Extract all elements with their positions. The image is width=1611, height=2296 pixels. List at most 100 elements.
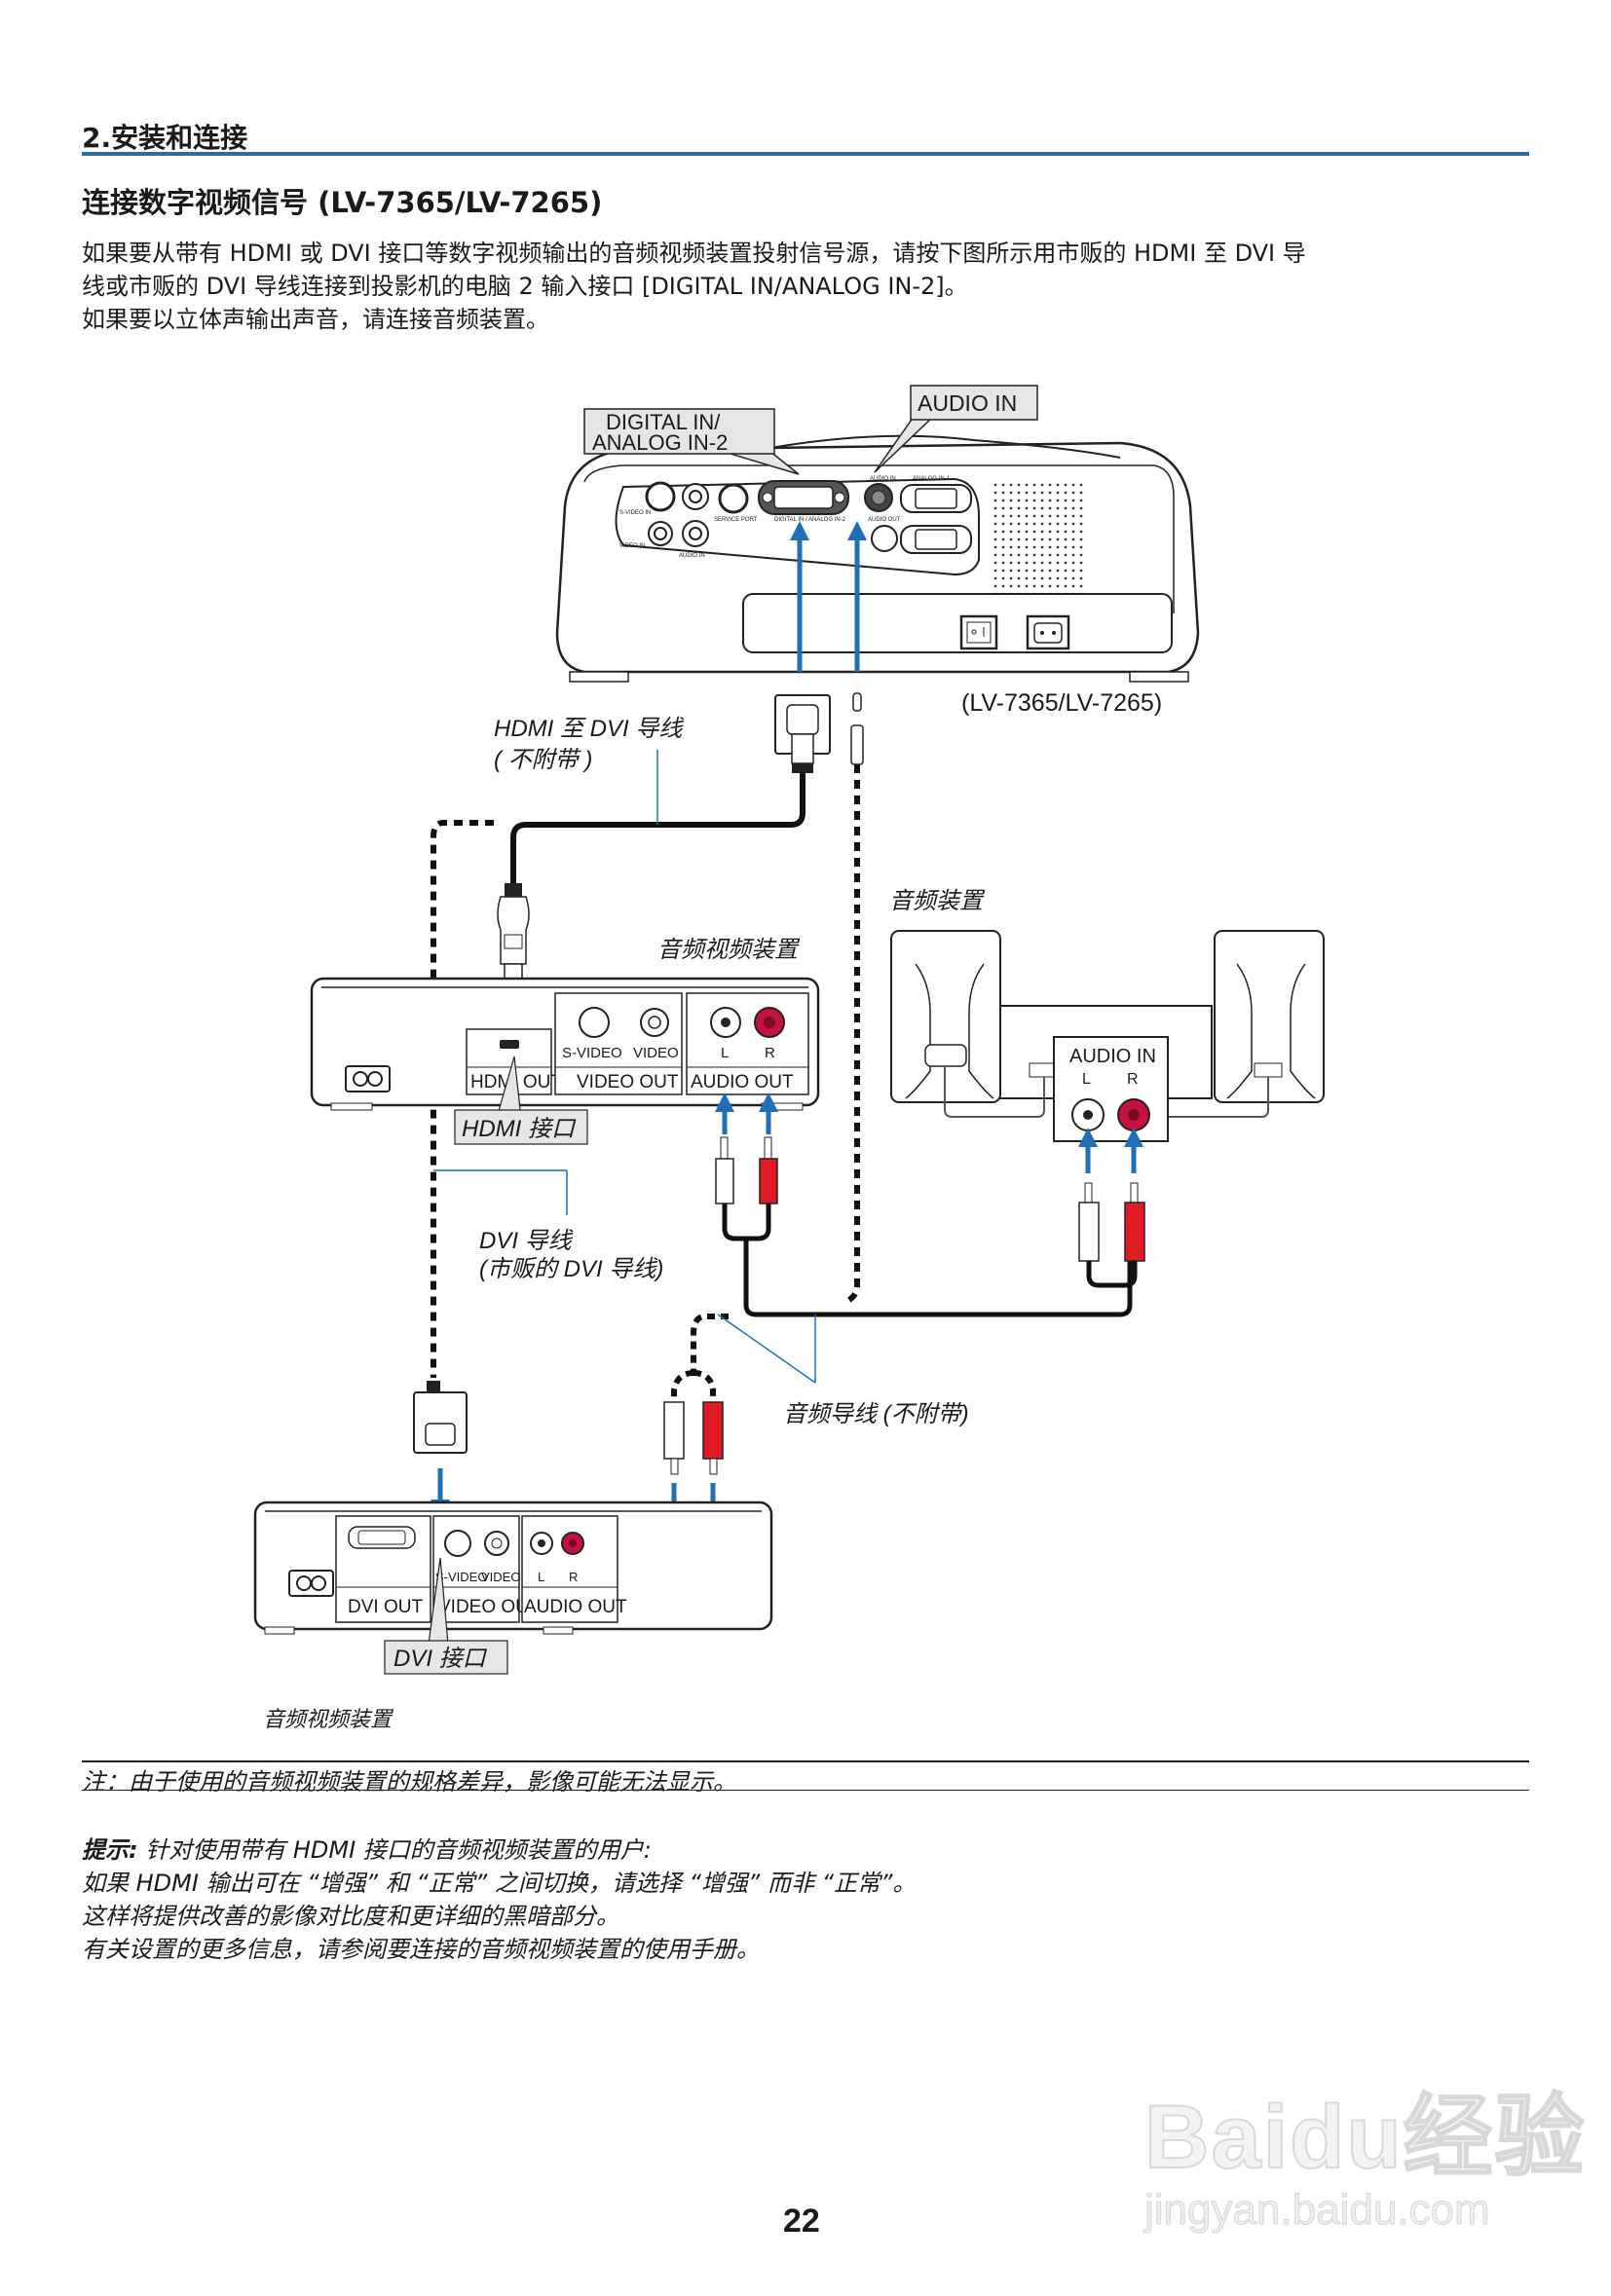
analog-in1-port — [900, 484, 972, 513]
grille-dot — [1017, 576, 1021, 580]
grille-dot — [1071, 522, 1075, 526]
grille-dot — [1048, 491, 1052, 495]
grille-dot — [1048, 514, 1052, 518]
audio-device-speakers: 音频装置 AUDIO IN L R — [889, 888, 1325, 1142]
grille-dot — [993, 584, 997, 588]
dvi-plug-bottom — [413, 1381, 468, 1454]
right-channel-label: R — [569, 1570, 578, 1584]
grille-dot — [1079, 522, 1083, 526]
audio-cable-label: 音频导线 (不附带) — [783, 1401, 969, 1427]
speaker-audio-in-label: AUDIO IN — [1069, 1046, 1156, 1067]
audio-cable-split — [671, 1370, 716, 1402]
grille-dot — [1064, 553, 1068, 557]
port-label-video: VIDEO IN — [619, 543, 645, 549]
grille-dot — [1064, 530, 1068, 534]
grille-dot — [1009, 561, 1013, 565]
hdmi-cable-label-1: HDMI 至 DVI 导线 — [494, 716, 684, 742]
grille-dot — [993, 545, 997, 549]
grille-dot — [993, 483, 997, 487]
grille-dot — [1079, 584, 1083, 588]
grille-dot — [1079, 514, 1083, 518]
grille-dot — [1001, 576, 1005, 580]
svideo-in-port — [645, 481, 676, 546]
grille-dot — [1032, 522, 1036, 526]
hdmi-callout-text: HDMI 接口 — [462, 1116, 577, 1142]
grille-dot — [1009, 491, 1013, 495]
video-out-label: VIDEO OUT — [438, 1597, 541, 1617]
note-text: 注：由于使用的音频视频装置的规格差异，影像可能无法显示。 — [82, 1768, 736, 1796]
grille-dot — [1001, 499, 1005, 502]
grille-dot — [1025, 506, 1029, 510]
note-rule-top — [82, 1760, 1529, 1762]
grille-dot — [1064, 584, 1068, 588]
grille-dot — [1001, 514, 1005, 518]
grille-dot — [1064, 491, 1068, 495]
dvi-in-port — [758, 480, 849, 515]
grille-dot — [1079, 576, 1083, 580]
grille-dot — [1056, 491, 1060, 495]
grille-dot — [1001, 530, 1005, 534]
audio-cable-leader-1 — [717, 1314, 816, 1384]
hdmi-port-callout: HDMI 接口 — [454, 1055, 588, 1145]
port-label-audio-out: AUDIO OUT — [868, 517, 901, 523]
grille-dot — [1071, 491, 1075, 495]
projector: S-VIDEO IN VIDEO IN AUDIO IN SERVICE POR… — [555, 385, 1200, 717]
grille-dot — [1071, 537, 1075, 541]
grille-dot — [1001, 537, 1005, 541]
grille-dot — [1071, 569, 1075, 573]
service-port — [718, 483, 749, 514]
grille-dot — [1017, 530, 1021, 534]
grille-dot — [993, 569, 997, 573]
grille-dot — [1064, 576, 1068, 580]
grille-dot — [1048, 569, 1052, 573]
grille-dot — [1040, 537, 1044, 541]
grille-dot — [1032, 576, 1036, 580]
grille-dot — [1001, 522, 1005, 526]
callout-audio-in: AUDIO IN — [874, 385, 1038, 473]
grille-dot — [1056, 569, 1060, 573]
grille-dot — [1040, 553, 1044, 557]
grille-dot — [1032, 499, 1036, 502]
grille-dot — [1048, 499, 1052, 502]
section-heading: 2.安装和连接 — [82, 122, 248, 154]
grille-dot — [1009, 530, 1013, 534]
grille-dot — [1001, 584, 1005, 588]
grille-dot — [1032, 553, 1036, 557]
section-divider — [82, 152, 1529, 156]
grille-dot — [1056, 561, 1060, 565]
video-label: VIDEO — [481, 1570, 520, 1584]
audio-out-label: AUDIO OUT — [691, 1072, 794, 1092]
grille-dot — [1056, 483, 1060, 487]
grille-dot — [1079, 483, 1083, 487]
grille-dot — [1048, 584, 1052, 588]
grille-dot — [1025, 561, 1029, 565]
power-switch — [959, 614, 998, 650]
grille-dot — [1025, 514, 1029, 518]
grille-dot — [1040, 491, 1044, 495]
grille-dot — [993, 537, 997, 541]
grille-dot — [1009, 499, 1013, 502]
grille-dot — [1017, 537, 1021, 541]
grille-dot — [1079, 506, 1083, 510]
grille-dot — [1064, 537, 1068, 541]
watermark: Baidu经验 jingyan.baidu.com — [1143, 2064, 1587, 2235]
grille-dot — [1032, 491, 1036, 495]
dvi-cable-label-1: DVI 导线 — [479, 1228, 574, 1254]
audio-out-label: AUDIO OUT — [524, 1597, 627, 1617]
grille-dot — [1071, 545, 1075, 549]
grille-dot — [1079, 561, 1083, 565]
grille-dot — [1025, 491, 1029, 495]
dvi-plug-top — [774, 694, 831, 773]
grille-dot — [1079, 545, 1083, 549]
grille-dot — [1048, 545, 1052, 549]
rca-plugs-speaker — [1078, 1182, 1145, 1288]
grille-dot — [1025, 483, 1029, 487]
grille-dot — [1064, 483, 1068, 487]
tip-line-1: 提示: 针对使用带有 HDMI 接口的音频视频装置的用户: — [82, 1831, 652, 1865]
grille-dot — [993, 576, 997, 580]
grille-dot — [1001, 491, 1005, 495]
watermark-url: jingyan.baidu.com — [1144, 2186, 1491, 2235]
audio-cable-projector — [843, 764, 860, 1305]
left-channel-label: L — [721, 1045, 729, 1061]
